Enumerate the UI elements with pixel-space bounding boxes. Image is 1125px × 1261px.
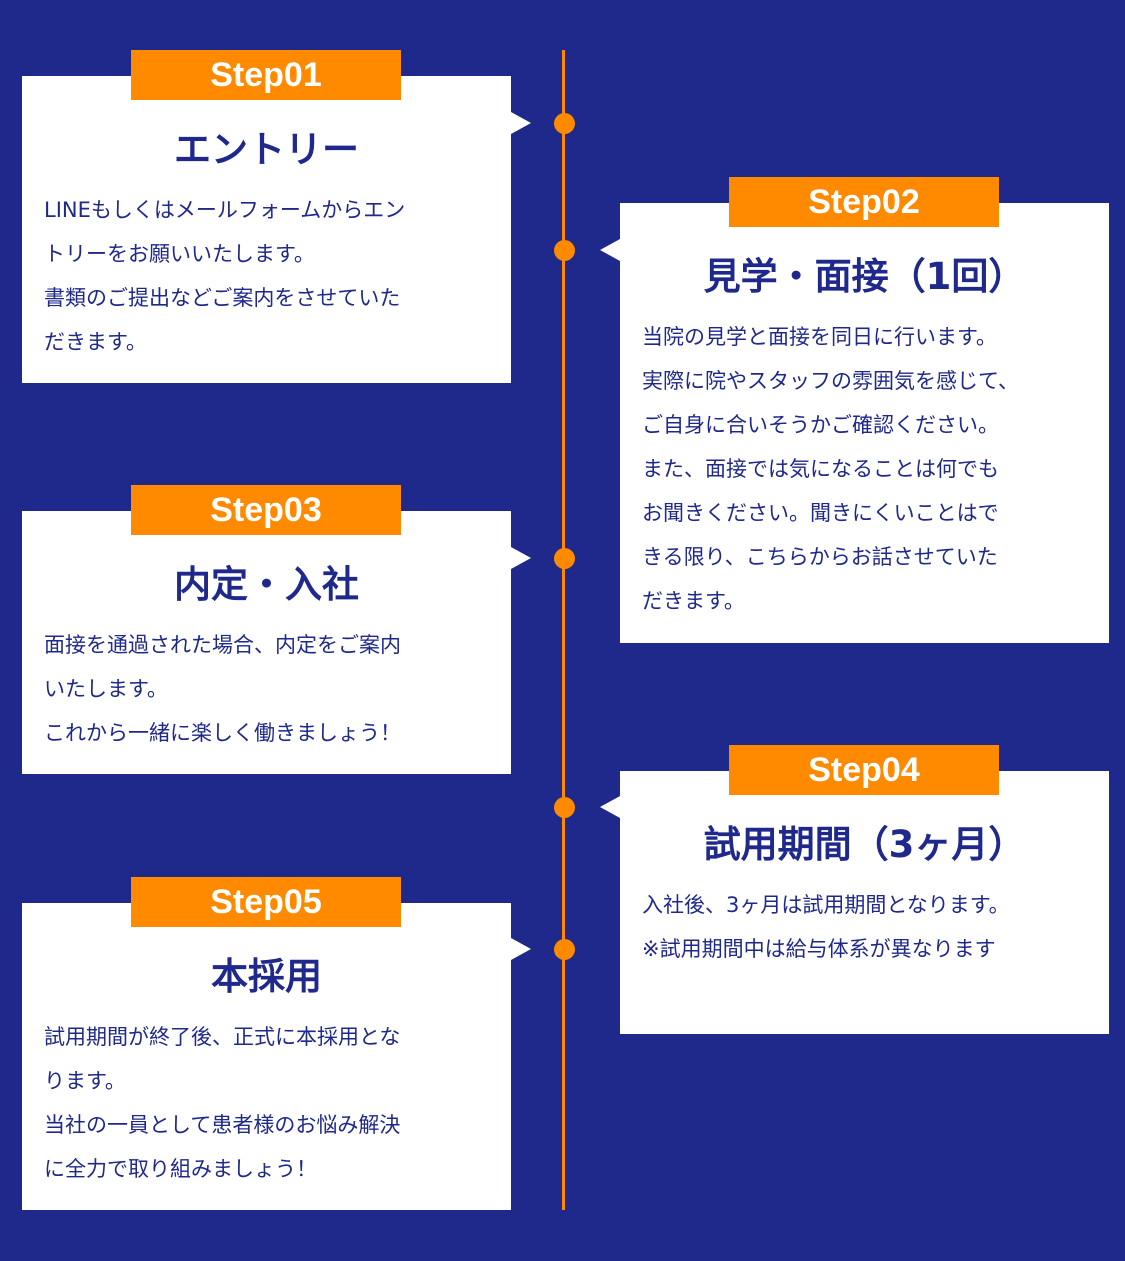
text-line: 試用期間が終了後、正式に本採用とな bbox=[44, 1025, 401, 1049]
text-line: 当社の一員として患者様のお悩み解決 bbox=[44, 1113, 401, 1137]
timeline-dot bbox=[554, 548, 575, 569]
text-line: ※試用期間中は給与体系が異なります bbox=[642, 937, 996, 961]
step-label: Step02 bbox=[729, 177, 999, 227]
step-title: 試用期間（3ヶ月） bbox=[703, 823, 1026, 866]
text-line: だきます。 bbox=[44, 330, 147, 354]
step-card-4: Step04 試用期間（3ヶ月） 入社後、3ヶ月は試用期間となります。 ※試用期… bbox=[600, 745, 1109, 1034]
step-label: Step01 bbox=[131, 50, 401, 100]
pointer-arrow bbox=[600, 796, 620, 818]
pointer-arrow bbox=[511, 938, 531, 960]
step-label: Step04 bbox=[729, 745, 999, 795]
text-line: きる限り、こちらからお話させていた bbox=[642, 545, 998, 569]
step-description: 当院の見学と面接を同日に行います。 実際に院やスタッフの雰囲気を感じて、 ご自身… bbox=[620, 305, 1109, 623]
text-line: LINEもしくはメールフォームからエン bbox=[44, 198, 406, 222]
step-card-1: Step01 エントリー LINEもしくはメールフォームからエン トリーをお願い… bbox=[22, 50, 531, 383]
step-description: 入社後、3ヶ月は試用期間となります。 ※試用期間中は給与体系が異なります bbox=[620, 873, 1109, 971]
step-title: 内定・入社 bbox=[174, 563, 359, 606]
text-line: また、面接では気になることは何でも bbox=[642, 457, 999, 481]
text-line: だきます。 bbox=[642, 589, 745, 613]
text-line: 書類のご提出などご案内をさせていた bbox=[44, 286, 401, 310]
timeline-dot bbox=[554, 797, 575, 818]
step-description: 面接を通過された場合、内定をご案内 いたします。 これから一緒に楽しく働きましょ… bbox=[22, 613, 511, 755]
text-line: ご自身に合いそうかご確認ください。 bbox=[642, 413, 999, 437]
text-line: 入社後、3ヶ月は試用期間となります。 bbox=[642, 893, 1010, 917]
timeline-dot bbox=[554, 113, 575, 134]
step-title: 見学・面接（1回） bbox=[703, 255, 1026, 298]
step-description: LINEもしくはメールフォームからエン トリーをお願いいたします。 書類のご提出… bbox=[22, 178, 511, 364]
text-line: お聞きください。聞きにくいことはで bbox=[642, 501, 999, 525]
text-line: 当院の見学と面接を同日に行います。 bbox=[642, 325, 997, 349]
timeline-line bbox=[562, 50, 565, 1210]
step-card-3: Step03 内定・入社 面接を通過された場合、内定をご案内 いたします。 これ… bbox=[22, 485, 531, 774]
timeline-dot bbox=[554, 240, 575, 261]
text-line: 実際に院やスタッフの雰囲気を感じて、 bbox=[642, 369, 1019, 393]
step-title: エントリー bbox=[174, 128, 359, 171]
pointer-arrow bbox=[600, 239, 620, 261]
text-line: ります。 bbox=[44, 1069, 126, 1093]
step-label: Step05 bbox=[131, 877, 401, 927]
step-card-2: Step02 見学・面接（1回） 当院の見学と面接を同日に行います。 実際に院や… bbox=[600, 177, 1109, 643]
pointer-arrow bbox=[511, 112, 531, 134]
text-line: トリーをお願いいたします。 bbox=[44, 242, 315, 266]
text-line: いたします。 bbox=[44, 677, 168, 701]
text-line: に全力で取り組みましょう！ bbox=[44, 1157, 317, 1181]
step-card-5: Step05 本採用 試用期間が終了後、正式に本採用とな ります。 当社の一員と… bbox=[22, 877, 531, 1210]
step-description: 試用期間が終了後、正式に本採用とな ります。 当社の一員として患者様のお悩み解決… bbox=[22, 1005, 511, 1191]
step-label: Step03 bbox=[131, 485, 401, 535]
text-line: これから一緒に楽しく働きましょう！ bbox=[44, 721, 401, 745]
step-title: 本採用 bbox=[211, 955, 322, 998]
text-line: 面接を通過された場合、内定をご案内 bbox=[44, 633, 401, 657]
timeline-dot bbox=[554, 939, 575, 960]
pointer-arrow bbox=[511, 547, 531, 569]
